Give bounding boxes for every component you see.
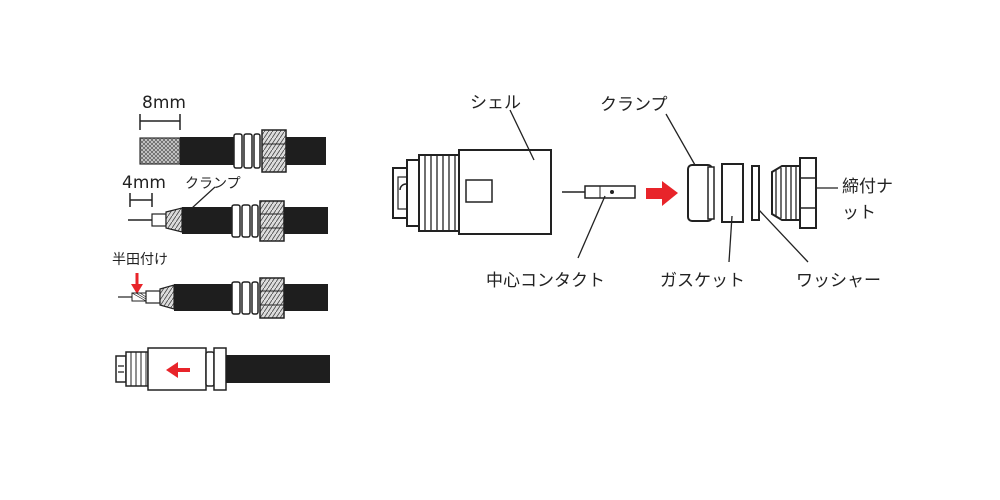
bnc-shell-body	[392, 149, 552, 235]
solder-label: 半田付け	[112, 252, 168, 268]
solder-arrow-head	[131, 284, 143, 294]
washer-label: ワッシャー	[796, 271, 881, 291]
washer-part	[751, 165, 760, 221]
center-contact-pin	[562, 185, 636, 199]
step-2-cable-with-clamp	[128, 186, 328, 242]
pin-length-label: 4mm	[122, 173, 166, 193]
leader-lines	[509, 109, 838, 263]
nut-label-line1: 締付ナ	[842, 177, 893, 197]
step-3-soldering	[118, 273, 328, 319]
insert-arrow-head	[166, 362, 178, 378]
right-clamp-label: クランプ	[600, 95, 668, 115]
step-4-assembled-connector	[115, 347, 330, 391]
center-contact-label: 中心コンタクト	[486, 271, 605, 291]
tightening-nut-part	[771, 157, 817, 229]
clamp-part	[687, 164, 715, 222]
nut-label-line2: ット	[842, 203, 876, 223]
step-1-stripped-cable	[139, 114, 326, 173]
left-clamp-label: クランプ	[185, 176, 241, 192]
shell-label: シェル	[470, 93, 521, 113]
gasket-label: ガスケット	[660, 271, 745, 291]
assembly-direction-arrow	[646, 181, 678, 206]
strip-length-label: 8mm	[142, 93, 186, 113]
gasket-part	[721, 163, 744, 223]
